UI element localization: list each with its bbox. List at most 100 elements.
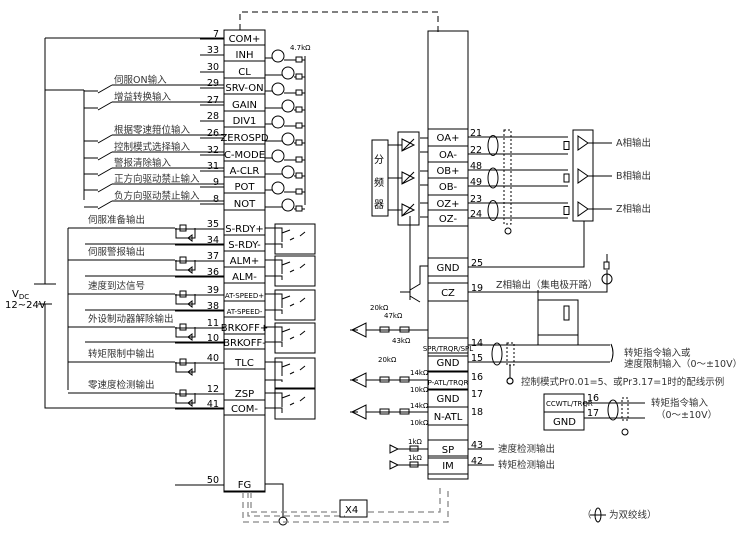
divider-char-1: 分 bbox=[374, 154, 384, 166]
resistor-icon bbox=[379, 376, 390, 383]
shield-dash-bottom-2 bbox=[283, 488, 449, 523]
output-load-group bbox=[68, 224, 224, 409]
output-label-group: 伺服准备输出伺服警报输出速度到达信号外设制动器解除输出转矩限制中输出零速度检测输… bbox=[88, 214, 174, 391]
output-return bbox=[265, 275, 283, 280]
left-pin-8: 8 bbox=[213, 194, 219, 205]
photocoupler-icon bbox=[271, 149, 285, 163]
right-terminal-gnd: GND bbox=[437, 394, 460, 405]
right-pin-19: 19 bbox=[471, 283, 483, 294]
right-pin-23: 23 bbox=[470, 194, 482, 205]
output-transistor-icon bbox=[265, 293, 306, 308]
left-pin-36: 36 bbox=[207, 267, 219, 278]
opamp-icon bbox=[350, 404, 428, 420]
left-pin-28: 28 bbox=[207, 111, 219, 122]
left-pin-27: 27 bbox=[207, 95, 219, 106]
left-pin-50: 50 bbox=[207, 475, 219, 486]
right-terminal-oa: OA- bbox=[439, 150, 457, 161]
left-terminal-srdy: S-RDY- bbox=[228, 240, 261, 251]
left-terminal-com: COM+ bbox=[229, 34, 261, 45]
left-terminal-alm: ALM+ bbox=[230, 256, 259, 267]
resistor-20k-label: 20kΩ bbox=[370, 304, 389, 312]
output-return bbox=[265, 407, 283, 413]
alt-pin-17: 17 bbox=[587, 408, 599, 419]
left-pin-39: 39 bbox=[207, 285, 219, 296]
left-terminal-aclr: A-CLR bbox=[230, 166, 260, 177]
output-transistor-icon bbox=[265, 361, 306, 376]
monitor-output-label: 速度检测输出 bbox=[498, 443, 555, 455]
encoder-pair-group bbox=[468, 129, 570, 235]
line-driver-icon bbox=[388, 202, 428, 218]
resistor-4k7-label: 4.7kΩ bbox=[290, 44, 311, 52]
resistor-47k-label: 47kΩ bbox=[384, 312, 403, 320]
right-pin-21: 21 bbox=[470, 128, 482, 139]
input-switch-icon bbox=[84, 101, 224, 111]
input-resistor bbox=[265, 122, 305, 129]
left-pin-35: 35 bbox=[207, 219, 219, 230]
resistor-icon bbox=[399, 376, 410, 383]
termination-resistor bbox=[563, 173, 570, 183]
alt-pin-16: 16 bbox=[587, 393, 599, 404]
right-connector-body bbox=[427, 30, 469, 480]
receiver-icon bbox=[577, 135, 612, 151]
input-resistor bbox=[265, 205, 305, 212]
right-pin-42: 42 bbox=[471, 456, 483, 467]
photocoupler-icon bbox=[281, 66, 295, 80]
left-terminal-tlc: TLC bbox=[234, 358, 254, 369]
potentiometer-box bbox=[537, 299, 579, 336]
x4-box bbox=[339, 499, 368, 518]
right-terminal-natl: N-ATL bbox=[434, 412, 463, 423]
resistor-icon bbox=[379, 326, 390, 333]
output-load-icon bbox=[68, 256, 196, 274]
right-terminal-oa: OA+ bbox=[437, 133, 460, 144]
left-pin-37: 37 bbox=[207, 251, 219, 262]
output-transistor-box bbox=[274, 388, 316, 420]
right-terminal-oz: OZ- bbox=[439, 214, 458, 225]
shield-dash-bottom bbox=[242, 488, 441, 523]
left-terminal-atspeed: AT-SPEED- bbox=[227, 308, 263, 316]
right-pin-48: 48 bbox=[470, 161, 482, 172]
input-label: 正方向驱动禁止输入 bbox=[114, 173, 200, 185]
right-pin-14: 14 bbox=[471, 338, 483, 349]
left-pin-40: 40 bbox=[207, 353, 219, 364]
right-terminal-im: IM bbox=[442, 461, 454, 472]
left-terminal-atspeed: AT-SPEED+ bbox=[225, 292, 264, 300]
resistor-14k-label-2: 14kΩ bbox=[410, 402, 429, 410]
alt-pair-wires bbox=[584, 402, 645, 419]
left-pin-33: 33 bbox=[207, 45, 219, 56]
output-load-icon bbox=[68, 290, 196, 308]
photocoupler-input-group bbox=[265, 49, 305, 212]
cz-transistor-icon bbox=[400, 265, 428, 303]
photocoupler-icon bbox=[281, 132, 295, 146]
left-terminal-fg: FG bbox=[238, 480, 252, 491]
left-terminal-brkoff: BRKOFF- bbox=[223, 338, 266, 349]
twisted-pair-icon bbox=[487, 200, 499, 221]
right-terminal-sp: SP bbox=[442, 445, 454, 456]
resistor-1k-label: 1kΩ bbox=[408, 454, 423, 462]
right-pin-18: 18 bbox=[471, 407, 483, 418]
input-resistor bbox=[265, 139, 305, 146]
output-return bbox=[265, 309, 283, 314]
input-switch-icon bbox=[84, 183, 224, 193]
left-pin-9: 9 bbox=[213, 177, 219, 188]
potentiometer-icon bbox=[563, 305, 570, 321]
output-label: 外设制动器解除输出 bbox=[88, 313, 174, 325]
output-load-icon bbox=[68, 323, 196, 341]
cz-label: Z相输出（集电极开路） bbox=[496, 279, 598, 291]
cz-wire bbox=[468, 270, 608, 293]
monitor-output-label: 转矩检测输出 bbox=[498, 459, 555, 471]
analog-pair-wires bbox=[468, 344, 610, 363]
left-terminal-com: COM- bbox=[231, 404, 258, 415]
legend-text: 为双绞线） bbox=[609, 509, 657, 521]
resistor-43k-label: 43kΩ bbox=[392, 337, 411, 345]
left-terminal-zerospd: ZEROSPD bbox=[220, 133, 268, 144]
left-terminal-gain: GAIN bbox=[232, 100, 257, 111]
shield-icon bbox=[503, 129, 512, 225]
x4-label: X4 bbox=[345, 505, 358, 516]
receiver-icon bbox=[577, 168, 612, 184]
phase-output-label: A相输出 bbox=[616, 137, 651, 149]
divider-char-3: 器 bbox=[374, 199, 384, 211]
legend-paren: （ bbox=[582, 509, 592, 521]
